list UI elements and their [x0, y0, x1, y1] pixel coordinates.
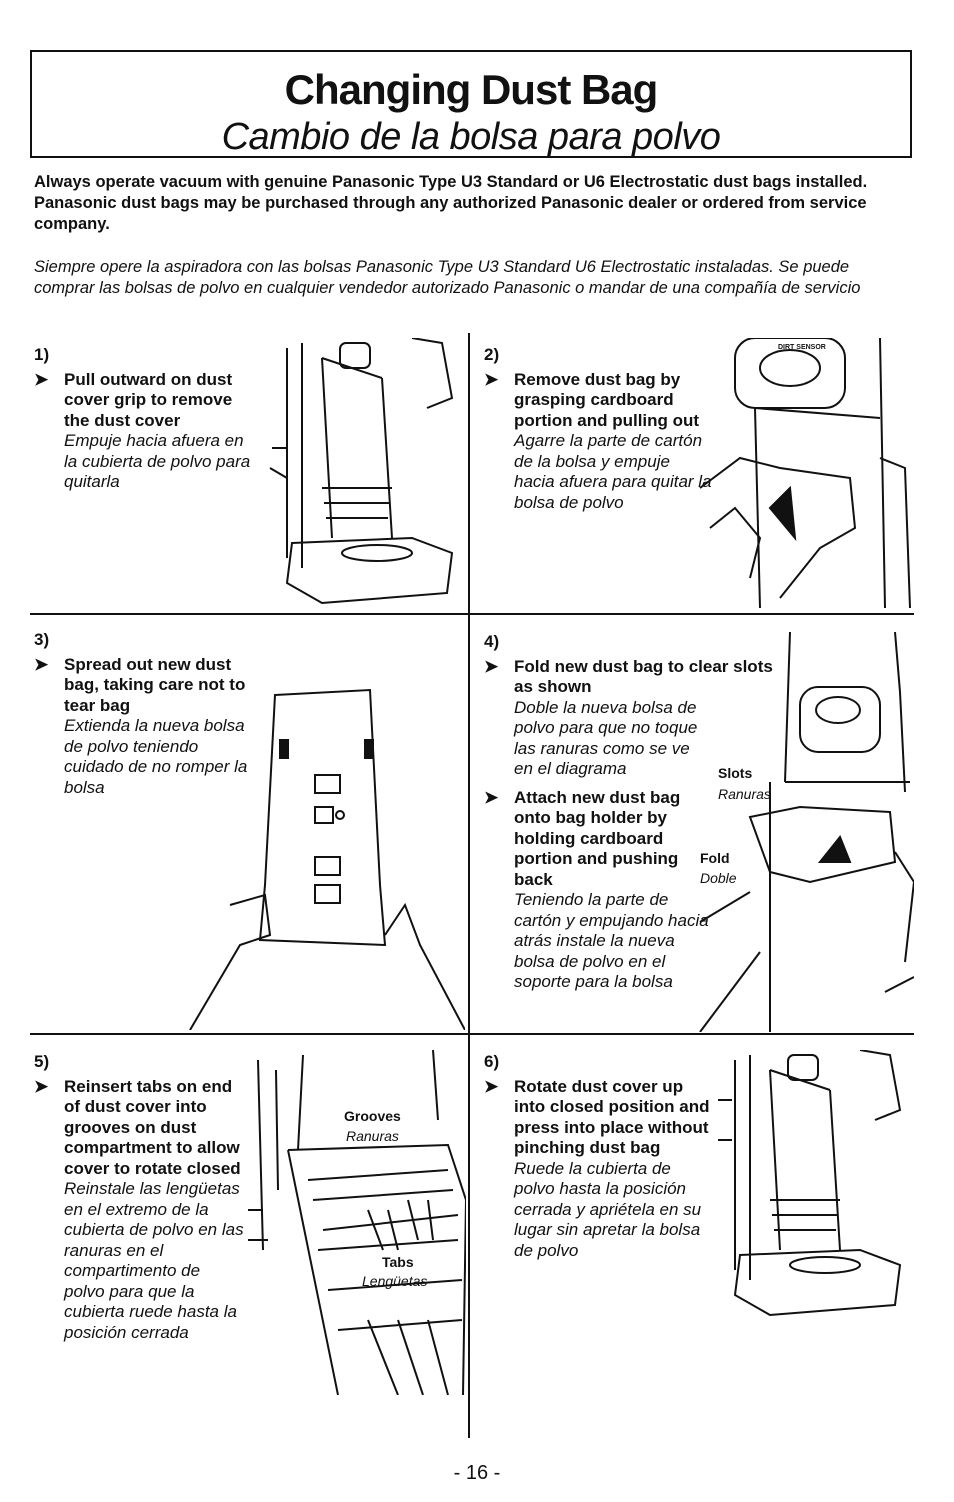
- arrow-icon: ➤: [34, 369, 49, 389]
- grooves-label-spanish: Ranuras: [346, 1128, 399, 1144]
- arrow-icon: ➤: [34, 1076, 49, 1096]
- step-text-english: Remove dust bag by grasping cardboard po…: [514, 369, 700, 430]
- step-number: 4): [484, 632, 500, 651]
- arrow-icon: ➤: [484, 1076, 499, 1096]
- step-3: 3) ➤ Spread out new dust bag, taking car…: [34, 630, 259, 798]
- step-text-spanish: Ruede la cubierta de polvo hasta la posi…: [514, 1158, 702, 1260]
- step-text-spanish: Extienda la nueva bolsa de polvo teniend…: [64, 716, 248, 797]
- step-text-spanish: Reinstale las lengüetas en el extremo de…: [64, 1179, 244, 1342]
- step-5: 5) ➤ Reinsert tabs on end of dust cover …: [34, 1052, 334, 1343]
- tabs-label-spanish: Lengüetas: [362, 1273, 428, 1289]
- title-box: Changing Dust Bag Cambio de la bolsa par…: [30, 50, 912, 158]
- dirt-sensor-label: DIRT SENSOR: [778, 344, 826, 351]
- step-text-spanish: Doble la nueva bolsa de polvo para que n…: [514, 697, 698, 779]
- step-number: 1): [34, 345, 50, 364]
- fold-label: Fold: [700, 850, 730, 866]
- arrow-icon: ➤: [484, 656, 499, 676]
- step-text-english: Reinsert tabs on end of dust cover into …: [64, 1076, 241, 1178]
- grooves-label: Grooves: [344, 1108, 401, 1124]
- page-title: Changing Dust Bag: [284, 66, 659, 113]
- closed-cover-illustration: [710, 1049, 910, 1325]
- reinsert-tabs-illustration: [248, 1049, 468, 1396]
- step-text-spanish: Agarre la parte de cartón de la bolsa y …: [514, 431, 712, 512]
- step-4: 4) ➤ Fold new dust bag to clear slots as…: [484, 632, 784, 993]
- slots-label: Slots: [718, 765, 753, 781]
- column-divider: [468, 333, 470, 1438]
- step-text-spanish-2: Teniendo la parte de cartón y empujando …: [514, 890, 709, 991]
- step-1: 1) ➤ Pull outward on dust cover grip to …: [34, 345, 259, 493]
- step-number: 6): [484, 1052, 500, 1071]
- remove-bag-illustration: DIRT SENSOR: [680, 337, 912, 610]
- slots-label-spanish: Ranuras: [718, 786, 771, 802]
- step-text-english: Rotate dust cover up into closed positio…: [514, 1076, 710, 1158]
- step-6: 6) ➤ Rotate dust cover up into closed po…: [484, 1052, 714, 1261]
- attach-bag-illustration: [690, 631, 916, 1033]
- vacuum-upright-illustration: [262, 337, 462, 608]
- arrow-icon: ➤: [484, 369, 499, 389]
- intro-english: Always operate vacuum with genuine Panas…: [34, 173, 868, 233]
- step-number: 2): [484, 345, 500, 364]
- step-text-english: Fold new dust bag to clear slots as show…: [514, 656, 773, 697]
- tabs-label: Tabs: [382, 1254, 414, 1270]
- row-divider-2: [30, 1033, 914, 1035]
- arrow-icon: ➤: [34, 654, 49, 674]
- page-title-spanish: Cambio de la bolsa para polvo: [221, 116, 721, 158]
- step-text-spanish: Empuje hacia afuera en la cubierta de po…: [64, 431, 251, 491]
- step-text-english: Spread out new dust bag, taking care not…: [64, 654, 246, 715]
- page-number: - 16 -: [453, 1462, 501, 1484]
- dust-bag-spread-illustration: [170, 685, 466, 1031]
- fold-label-spanish: Doble: [700, 870, 737, 886]
- step-2: 2) ➤ Remove dust bag by grasping cardboa…: [484, 345, 714, 513]
- step-number: 5): [34, 1052, 50, 1071]
- arrow-icon: ➤: [484, 787, 499, 807]
- step-number: 3): [34, 630, 50, 649]
- step-text-english-2: Attach new dust bag onto bag holder by h…: [514, 787, 681, 889]
- row-divider-1: [30, 613, 914, 615]
- step-text-english: Pull outward on dust cover grip to remov…: [64, 369, 233, 430]
- intro-spanish: Siempre opere la aspiradora con las bols…: [34, 258, 861, 297]
